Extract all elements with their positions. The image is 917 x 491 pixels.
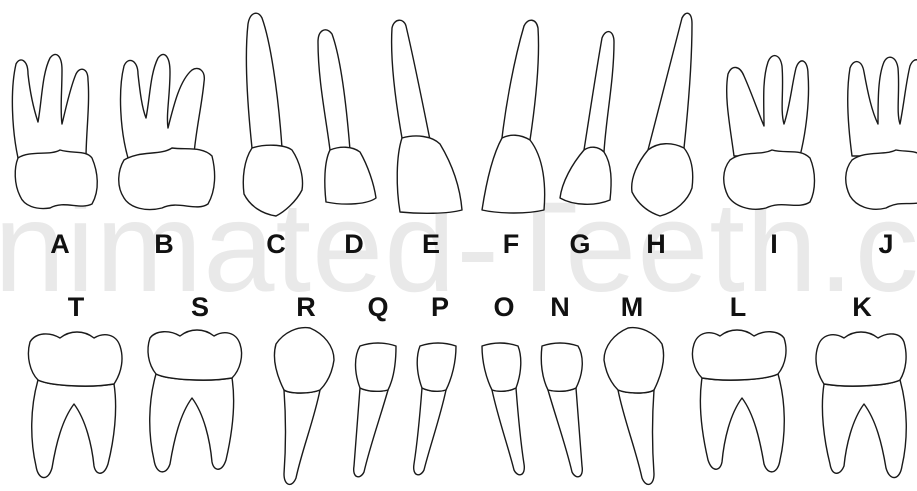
tooth-r[interactable]	[274, 328, 334, 485]
tooth-k[interactable]	[816, 332, 906, 478]
tooth-f[interactable]	[482, 20, 545, 213]
label-k: K	[842, 292, 882, 322]
tooth-b[interactable]	[119, 54, 215, 209]
tooth-c[interactable]	[243, 13, 302, 216]
label-n: N	[540, 292, 580, 322]
label-q: Q	[358, 292, 398, 322]
label-c: C	[256, 229, 296, 259]
tooth-a[interactable]	[12, 54, 97, 208]
tooth-l[interactable]	[692, 330, 786, 472]
tooth-g[interactable]	[560, 32, 614, 205]
label-g: G	[560, 229, 600, 259]
tooth-i[interactable]	[724, 56, 815, 210]
tooth-e[interactable]	[392, 20, 462, 213]
tooth-q[interactable]	[354, 343, 396, 477]
label-d: D	[334, 229, 374, 259]
label-s: S	[180, 292, 220, 322]
label-e: E	[411, 229, 451, 259]
label-a: A	[40, 229, 80, 259]
label-f: F	[491, 229, 531, 259]
tooth-m[interactable]	[604, 328, 664, 485]
tooth-d[interactable]	[318, 30, 376, 204]
label-j: J	[866, 229, 906, 259]
tooth-t[interactable]	[28, 332, 122, 478]
label-i: I	[754, 229, 794, 259]
label-t: T	[56, 292, 96, 322]
tooth-o[interactable]	[482, 343, 524, 475]
tooth-h[interactable]	[632, 13, 693, 216]
label-m: M	[612, 292, 652, 322]
label-b: B	[144, 229, 184, 259]
tooth-n[interactable]	[541, 343, 582, 477]
label-r: R	[286, 292, 326, 322]
label-o: O	[484, 292, 524, 322]
label-p: P	[420, 292, 460, 322]
tooth-s[interactable]	[148, 330, 242, 472]
tooth-j[interactable]	[846, 57, 917, 209]
tooth-p[interactable]	[414, 343, 456, 475]
label-l: L	[718, 292, 758, 322]
label-h: H	[636, 229, 676, 259]
